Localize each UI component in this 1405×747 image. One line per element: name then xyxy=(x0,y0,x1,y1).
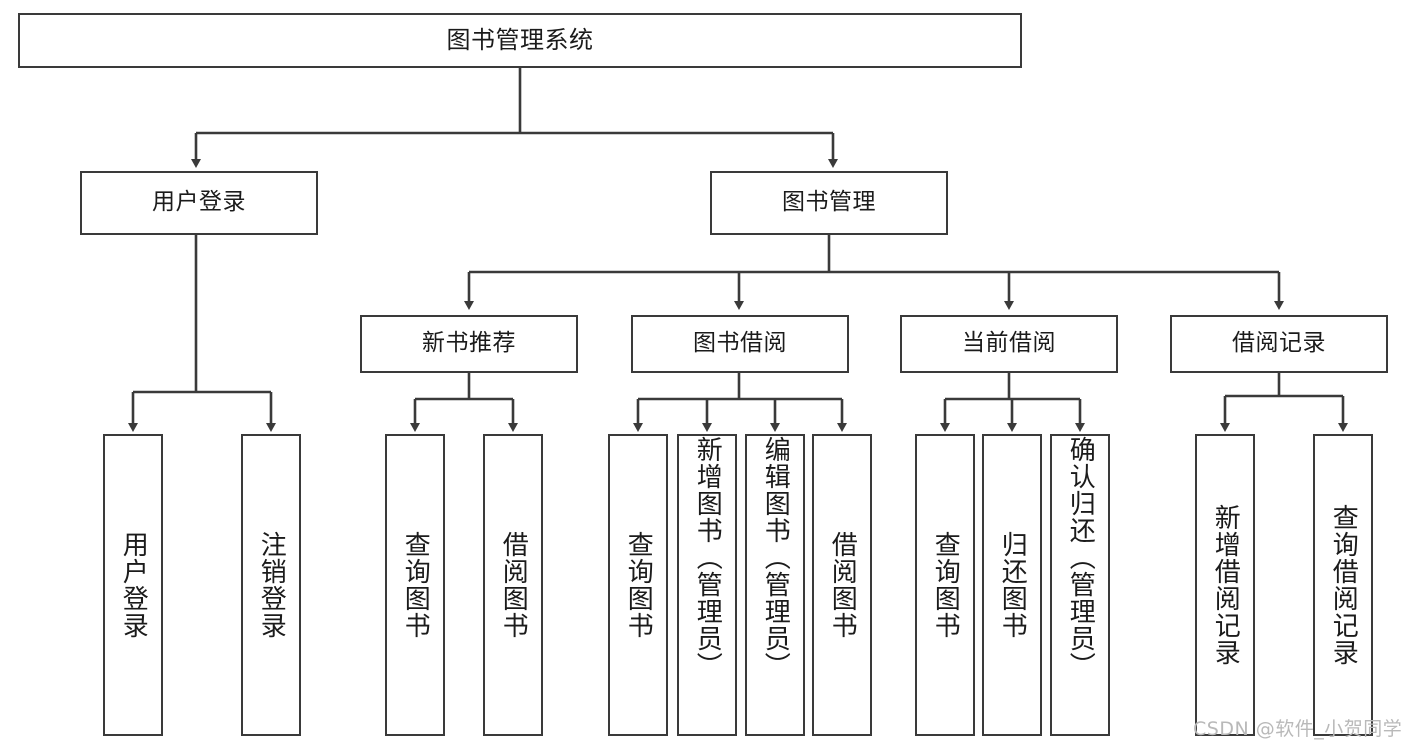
node-label: 编辑图书（管理员） xyxy=(760,436,791,679)
csdn-watermark: CSDN @软件_小贺同学 xyxy=(1193,718,1403,740)
node-user-login[interactable]: 用户登录 xyxy=(80,171,318,235)
node-label: 借阅图书 xyxy=(827,531,858,639)
node-new-book-recommend[interactable]: 新书推荐 xyxy=(360,315,578,373)
node-label: 注销登录 xyxy=(256,531,287,639)
node-label: 借阅图书 xyxy=(498,531,529,639)
node-label: 确认归还（管理员） xyxy=(1065,436,1096,679)
node-label: 当前借阅 xyxy=(962,330,1056,357)
node-leaf-query-borrow-record[interactable]: 查询借阅记录 xyxy=(1313,434,1373,736)
node-leaf-user-logout[interactable]: 注销登录 xyxy=(241,434,301,736)
node-label: 图书借阅 xyxy=(693,330,787,357)
node-label: 查询图书 xyxy=(930,531,961,639)
node-label: 查询图书 xyxy=(623,531,654,639)
node-label: 新书推荐 xyxy=(422,330,516,357)
node-root-library-system[interactable]: 图书管理系统 xyxy=(18,13,1022,68)
node-leaf-confirm-return[interactable]: 确认归还（管理员） xyxy=(1050,434,1110,736)
node-leaf-borrow-book[interactable]: 借阅图书 xyxy=(812,434,872,736)
node-book-manage[interactable]: 图书管理 xyxy=(710,171,948,235)
node-borrow-record[interactable]: 借阅记录 xyxy=(1170,315,1388,373)
node-leaf-borrow-book-recommend[interactable]: 借阅图书 xyxy=(483,434,543,736)
node-leaf-return-book[interactable]: 归还图书 xyxy=(982,434,1042,736)
node-leaf-query-book-borrow[interactable]: 查询图书 xyxy=(608,434,668,736)
node-leaf-query-book-recommend[interactable]: 查询图书 xyxy=(385,434,445,736)
node-leaf-add-borrow-record[interactable]: 新增借阅记录 xyxy=(1195,434,1255,736)
node-leaf-query-book-current[interactable]: 查询图书 xyxy=(915,434,975,736)
node-label: 借阅记录 xyxy=(1232,330,1326,357)
node-label: 查询借阅记录 xyxy=(1328,504,1359,666)
node-leaf-add-book[interactable]: 新增图书（管理员） xyxy=(677,434,737,736)
node-label: 图书管理系统 xyxy=(446,26,594,55)
node-current-borrow[interactable]: 当前借阅 xyxy=(900,315,1118,373)
node-label: 新增借阅记录 xyxy=(1210,504,1241,666)
node-book-borrow[interactable]: 图书借阅 xyxy=(631,315,849,373)
node-leaf-edit-book[interactable]: 编辑图书（管理员） xyxy=(745,434,805,736)
node-leaf-user-login[interactable]: 用户登录 xyxy=(103,434,163,736)
node-label: 归还图书 xyxy=(997,531,1028,639)
node-label: 新增图书（管理员） xyxy=(692,436,723,679)
node-label: 查询图书 xyxy=(400,531,431,639)
node-label: 用户登录 xyxy=(118,531,149,639)
node-label: 用户登录 xyxy=(152,189,246,216)
node-label: 图书管理 xyxy=(782,189,876,216)
